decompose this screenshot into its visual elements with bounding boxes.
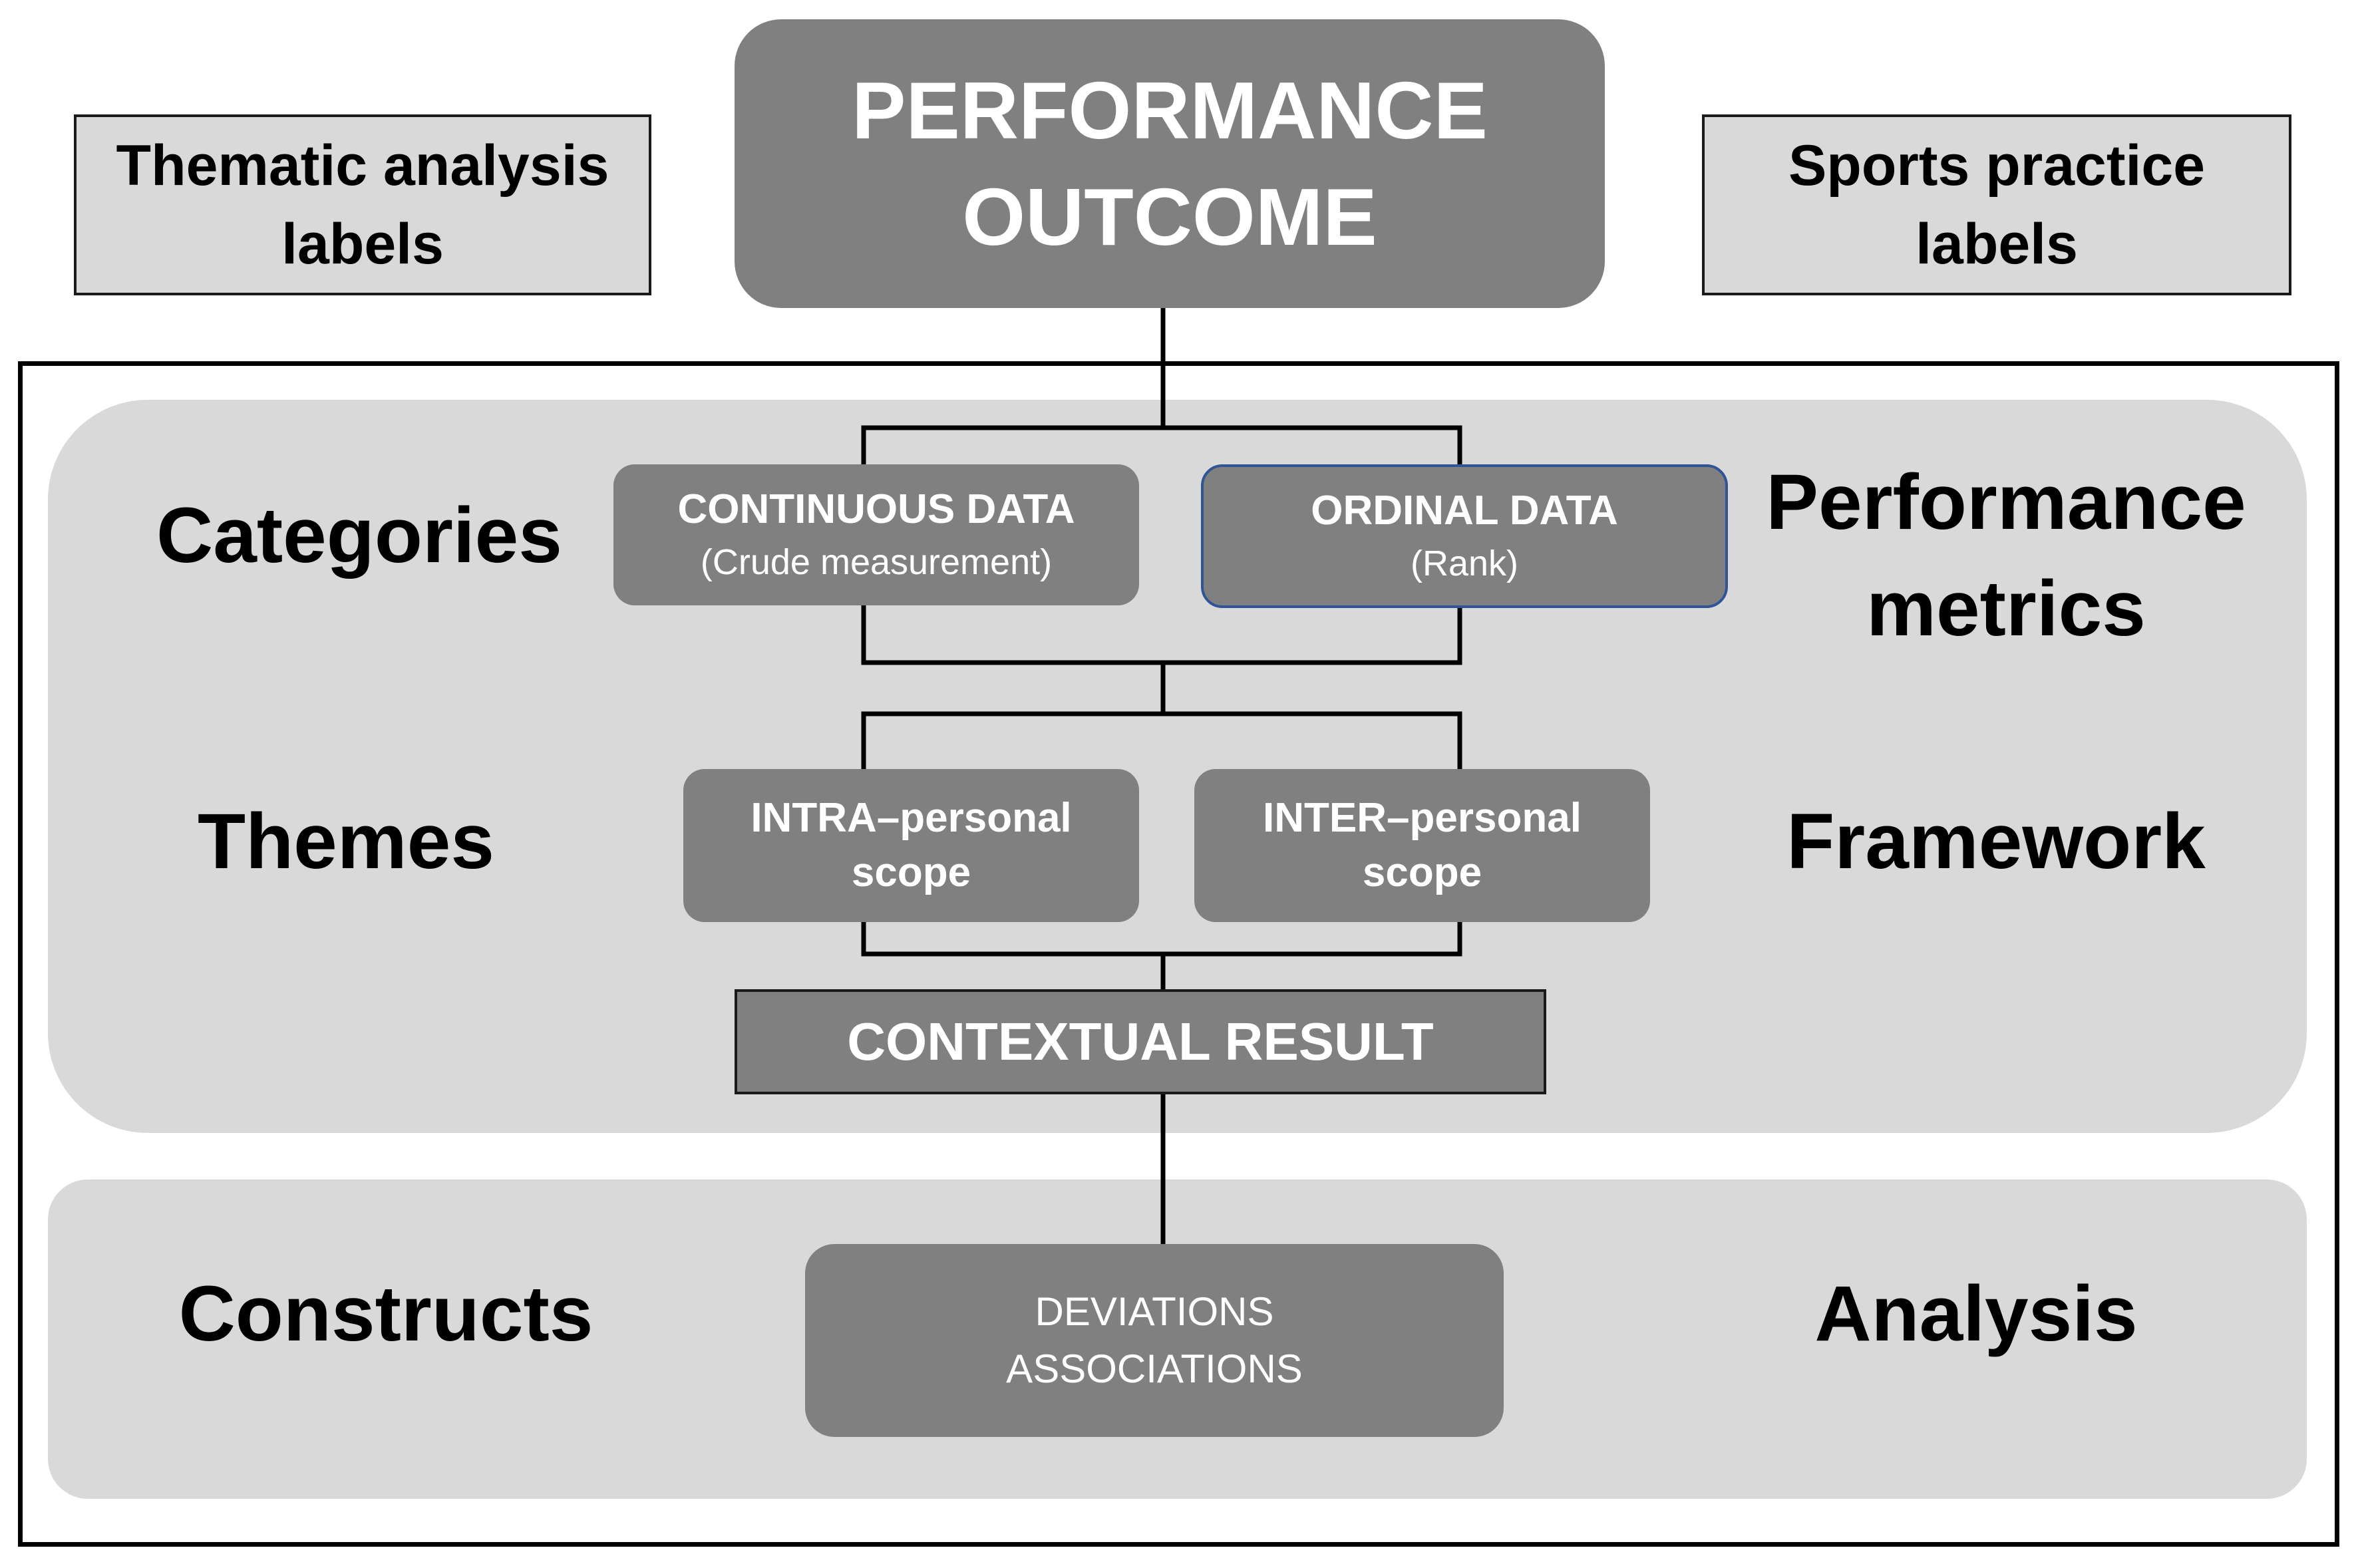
sports-practice-line-1: Sports practice [1788, 134, 2206, 198]
outer-frame [18, 361, 2339, 1547]
associations-line: ASSOCIATIONS [1006, 1346, 1303, 1391]
inter-personal-line-2: scope [1362, 850, 1482, 895]
intra-personal-line-1: INTRA–personal [751, 795, 1072, 841]
contextual-result-box: CONTEXTUAL RESULT [735, 989, 1546, 1094]
sports-practice-line-2: labels [1916, 212, 2078, 276]
categories-text: Categories [156, 492, 562, 579]
inter-personal-node: INTER–personal scope [1194, 769, 1650, 922]
performance-outcome-box: PERFORMANCE OUTCOME [735, 19, 1605, 308]
categories-label: Categories [133, 479, 586, 592]
themes-label: Themes [153, 785, 539, 898]
analysis-text: Analysis [1814, 1270, 2138, 1358]
framework-text: Framework [1786, 798, 2206, 885]
thematic-analysis-line-1: Thematic analysis [116, 134, 609, 198]
thematic-analysis-label: Thematic analysis labels [74, 114, 651, 295]
analysis-label: Analysis [1770, 1257, 2182, 1370]
constructs-label: Constructs [160, 1257, 612, 1370]
performance-metrics-line-2: metrics [1866, 565, 2146, 653]
constructs-text: Constructs [178, 1270, 593, 1358]
performance-outcome-line-2: OUTCOME [962, 172, 1377, 262]
framework-label: Framework [1743, 785, 2249, 898]
continuous-data-node: CONTINUOUS DATA (Crude measurement) [613, 464, 1139, 605]
performance-metrics-label: Performance metrics [1743, 446, 2269, 665]
inter-personal-line-1: INTER–personal [1263, 795, 1582, 841]
thematic-analysis-line-2: labels [281, 212, 444, 276]
deviations-line: DEVIATIONS [1035, 1289, 1274, 1334]
continuous-data-title: CONTINUOUS DATA [677, 486, 1075, 532]
continuous-data-subtitle: (Crude measurement) [700, 542, 1053, 582]
intra-personal-line-2: scope [851, 850, 971, 895]
ordinal-data-title: ORDINAL DATA [1311, 488, 1618, 534]
themes-text: Themes [198, 798, 494, 885]
ordinal-data-node: ORDINAL DATA (Rank) [1201, 464, 1728, 608]
performance-metrics-line-1: Performance [1766, 458, 2246, 546]
intra-personal-node: INTRA–personal scope [683, 769, 1139, 922]
contextual-result-text: CONTEXTUAL RESULT [847, 1012, 1434, 1071]
performance-outcome-line-1: PERFORMANCE [852, 65, 1488, 156]
sports-practice-label: Sports practice labels [1702, 114, 2291, 295]
deviations-associations-node: DEVIATIONS ASSOCIATIONS [805, 1244, 1504, 1437]
ordinal-data-subtitle: (Rank) [1410, 544, 1519, 583]
